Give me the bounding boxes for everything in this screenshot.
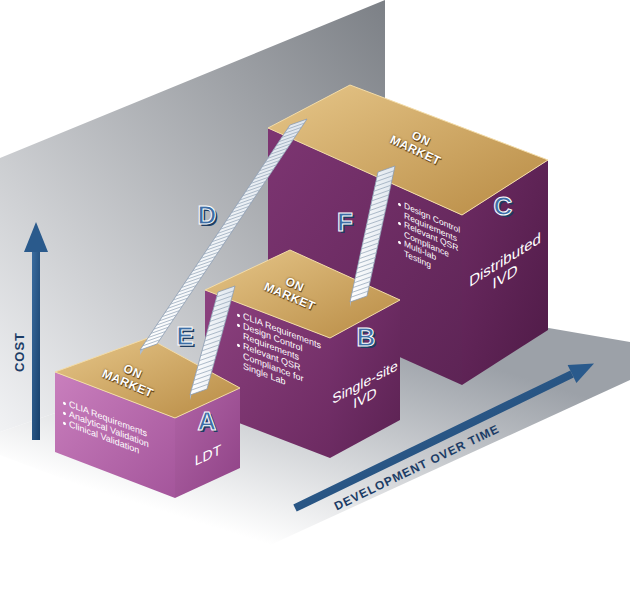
stair-steps	[191, 291, 233, 390]
callout-letter: E	[176, 323, 193, 349]
cost-axis-shaft	[32, 250, 40, 440]
requirement-list: CLIA RequirementsAnalytical ValidationCl…	[62, 396, 162, 465]
callout-letter: D	[198, 202, 217, 228]
stage-status: ON MARKET	[257, 266, 326, 315]
stage-name: Distributed IVD	[463, 225, 547, 312]
stair-treads	[190, 286, 235, 395]
stage-status: ON MARKET	[95, 353, 164, 402]
time-axis-head	[568, 363, 594, 383]
callout-letter: F	[337, 209, 353, 235]
callout-letter: A	[198, 408, 217, 434]
staircase	[350, 166, 395, 307]
stage-box: CLIA RequirementsDesign Control Requirem…	[205, 250, 400, 458]
stage-status: ON MARKET	[383, 120, 452, 171]
cost-axis-head	[24, 222, 48, 252]
stair-treads	[350, 166, 395, 302]
stair-steps	[351, 171, 394, 297]
axis-label: COST	[13, 332, 27, 372]
stage-box: CLIA RequirementsAnalytical ValidationCl…	[55, 338, 240, 498]
staircase	[190, 286, 235, 400]
stage-name: LDT	[178, 433, 238, 477]
requirement-list: CLIA RequirementsDesign Control Requirem…	[236, 308, 328, 404]
callout-letter: B	[357, 324, 376, 350]
stage-name: Single-site IVD	[330, 355, 400, 424]
axis-label: DEVELOPMENT OVER TIME	[332, 423, 501, 514]
callout-letter: C	[494, 193, 513, 219]
requirement-list: Design Control RequirementsRelevant QSR …	[397, 198, 461, 284]
